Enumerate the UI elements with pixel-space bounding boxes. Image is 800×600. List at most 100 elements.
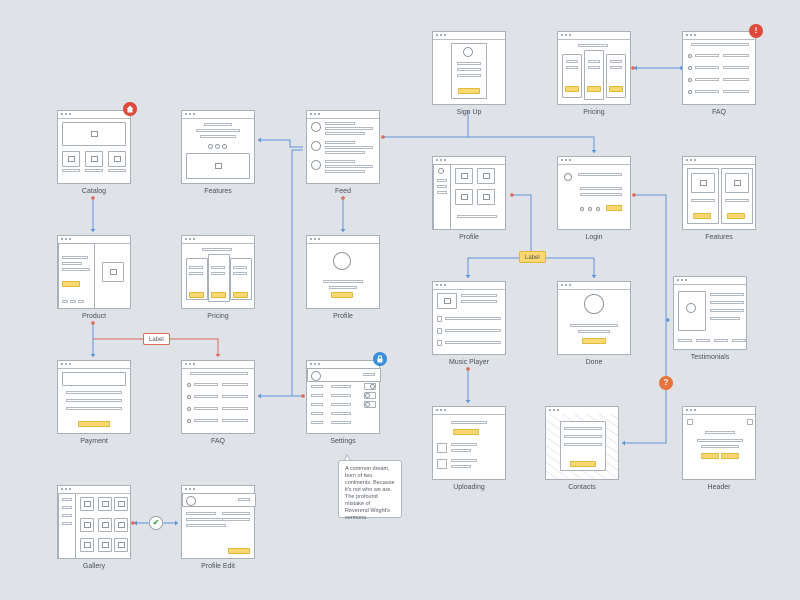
- connector-arrow: [465, 275, 471, 278]
- screen-contacts: [545, 406, 619, 480]
- connector-arrow: [90, 229, 96, 232]
- connector-endpoint: [131, 521, 135, 525]
- screen-caption: Pricing: [583, 109, 605, 116]
- connector-arrow: [215, 354, 221, 357]
- screen-caption: Contacts: [568, 484, 596, 491]
- connector-line: [93, 338, 219, 357]
- window-titlebar: [182, 236, 254, 244]
- connector-arrow: [465, 400, 471, 403]
- screen-caption: Features: [204, 188, 232, 195]
- window-titlebar: [433, 282, 505, 290]
- screen-caption: Sign Up: [456, 109, 482, 116]
- connector-endpoint: [510, 193, 514, 197]
- window-titlebar: [307, 236, 379, 244]
- connector-arrow: [258, 137, 261, 143]
- window-titlebar: [433, 32, 505, 40]
- connector-endpoint: [632, 193, 636, 197]
- screen-caption: Features: [705, 234, 733, 241]
- connector-arrow: [134, 520, 137, 526]
- screen-login: [557, 156, 631, 230]
- screen-payment: [57, 360, 131, 434]
- window-titlebar: [558, 282, 630, 290]
- window-titlebar: [558, 157, 630, 165]
- window-titlebar: [433, 157, 505, 165]
- screen-music-player: [432, 281, 506, 355]
- connector-label: Label: [143, 333, 170, 345]
- screen-caption: Gallery: [82, 563, 106, 570]
- window-titlebar: [674, 277, 746, 285]
- connector-endpoint: [466, 367, 470, 371]
- connector-line: [531, 257, 595, 278]
- connector-line: [622, 194, 667, 444]
- window-titlebar: [683, 407, 755, 415]
- screen-uploading: [432, 406, 506, 480]
- badge-glyph: ?: [663, 378, 669, 387]
- window-titlebar: [182, 361, 254, 369]
- screen-pricing-b: [181, 235, 255, 309]
- screen-caption: Profile Edit: [201, 563, 235, 570]
- screen-sign-up: [432, 31, 506, 105]
- screen-caption: FAQ: [210, 438, 225, 445]
- warning-icon: !: [749, 24, 763, 38]
- window-titlebar: [683, 32, 755, 40]
- screen-gallery: [57, 485, 131, 559]
- screen-product: [57, 235, 131, 309]
- connector-endpoint: [91, 321, 95, 325]
- window-titlebar: [433, 407, 505, 415]
- connector-arrow: [591, 150, 597, 153]
- window-titlebar: [307, 111, 379, 119]
- screen-caption: Profile: [333, 313, 353, 320]
- screen-profile-edit: [181, 485, 256, 559]
- screen-caption: Header: [707, 484, 731, 491]
- help-icon: ?: [659, 376, 673, 390]
- connector-endpoint: [341, 196, 345, 200]
- screen-caption: FAQ: [711, 109, 726, 116]
- connector-label: Label: [519, 251, 546, 263]
- screen-caption: Profile: [459, 234, 479, 241]
- connector-arrow: [667, 317, 670, 323]
- connector-line: [383, 136, 595, 153]
- badge-glyph: !: [754, 26, 758, 35]
- badge-glyph: ✔: [152, 518, 160, 527]
- screen-caption: Product: [81, 313, 107, 320]
- screen-caption: Music Player: [448, 359, 490, 366]
- connector-arrow: [175, 520, 178, 526]
- screen-profile-a: [306, 235, 380, 309]
- screen-caption: Catalog: [81, 188, 107, 195]
- connector-arrow: [258, 393, 261, 399]
- screen-features-b: [682, 156, 756, 230]
- connector-arrow: [340, 229, 346, 232]
- window-titlebar: [58, 361, 130, 369]
- screen-catalog: [57, 110, 131, 184]
- screen-caption: Login: [585, 234, 603, 241]
- home-icon: [123, 102, 137, 116]
- window-titlebar: [182, 111, 254, 119]
- screen-caption: Uploading: [453, 484, 485, 491]
- screen-faq-b: [181, 360, 255, 434]
- screen-caption: Payment: [80, 438, 108, 445]
- screen-done: [557, 281, 631, 355]
- connector-arrow: [622, 440, 625, 446]
- window-titlebar: [58, 486, 130, 494]
- screen-pricing-a: [557, 31, 631, 105]
- window-titlebar: [58, 111, 130, 119]
- connector-endpoint: [301, 394, 305, 398]
- screen-testimonials: [673, 276, 747, 350]
- note-tail: [343, 454, 352, 462]
- screen-caption: Pricing: [207, 313, 229, 320]
- connector-endpoint: [631, 66, 635, 70]
- connector-arrow: [634, 65, 637, 71]
- connector-arrow: [90, 354, 96, 357]
- screen-caption: Settings: [330, 438, 356, 445]
- connector-endpoint: [91, 196, 95, 200]
- screen-caption: Testimonials: [690, 354, 730, 361]
- connector-arrow: [679, 65, 682, 71]
- connector-arrow: [591, 275, 597, 278]
- screen-faq-a: [682, 31, 756, 105]
- screen-settings: [306, 360, 381, 434]
- window-titlebar: [558, 32, 630, 40]
- screen-caption: Feed: [335, 188, 351, 195]
- screen-profile-b: [432, 156, 506, 230]
- lock-icon: [373, 352, 387, 366]
